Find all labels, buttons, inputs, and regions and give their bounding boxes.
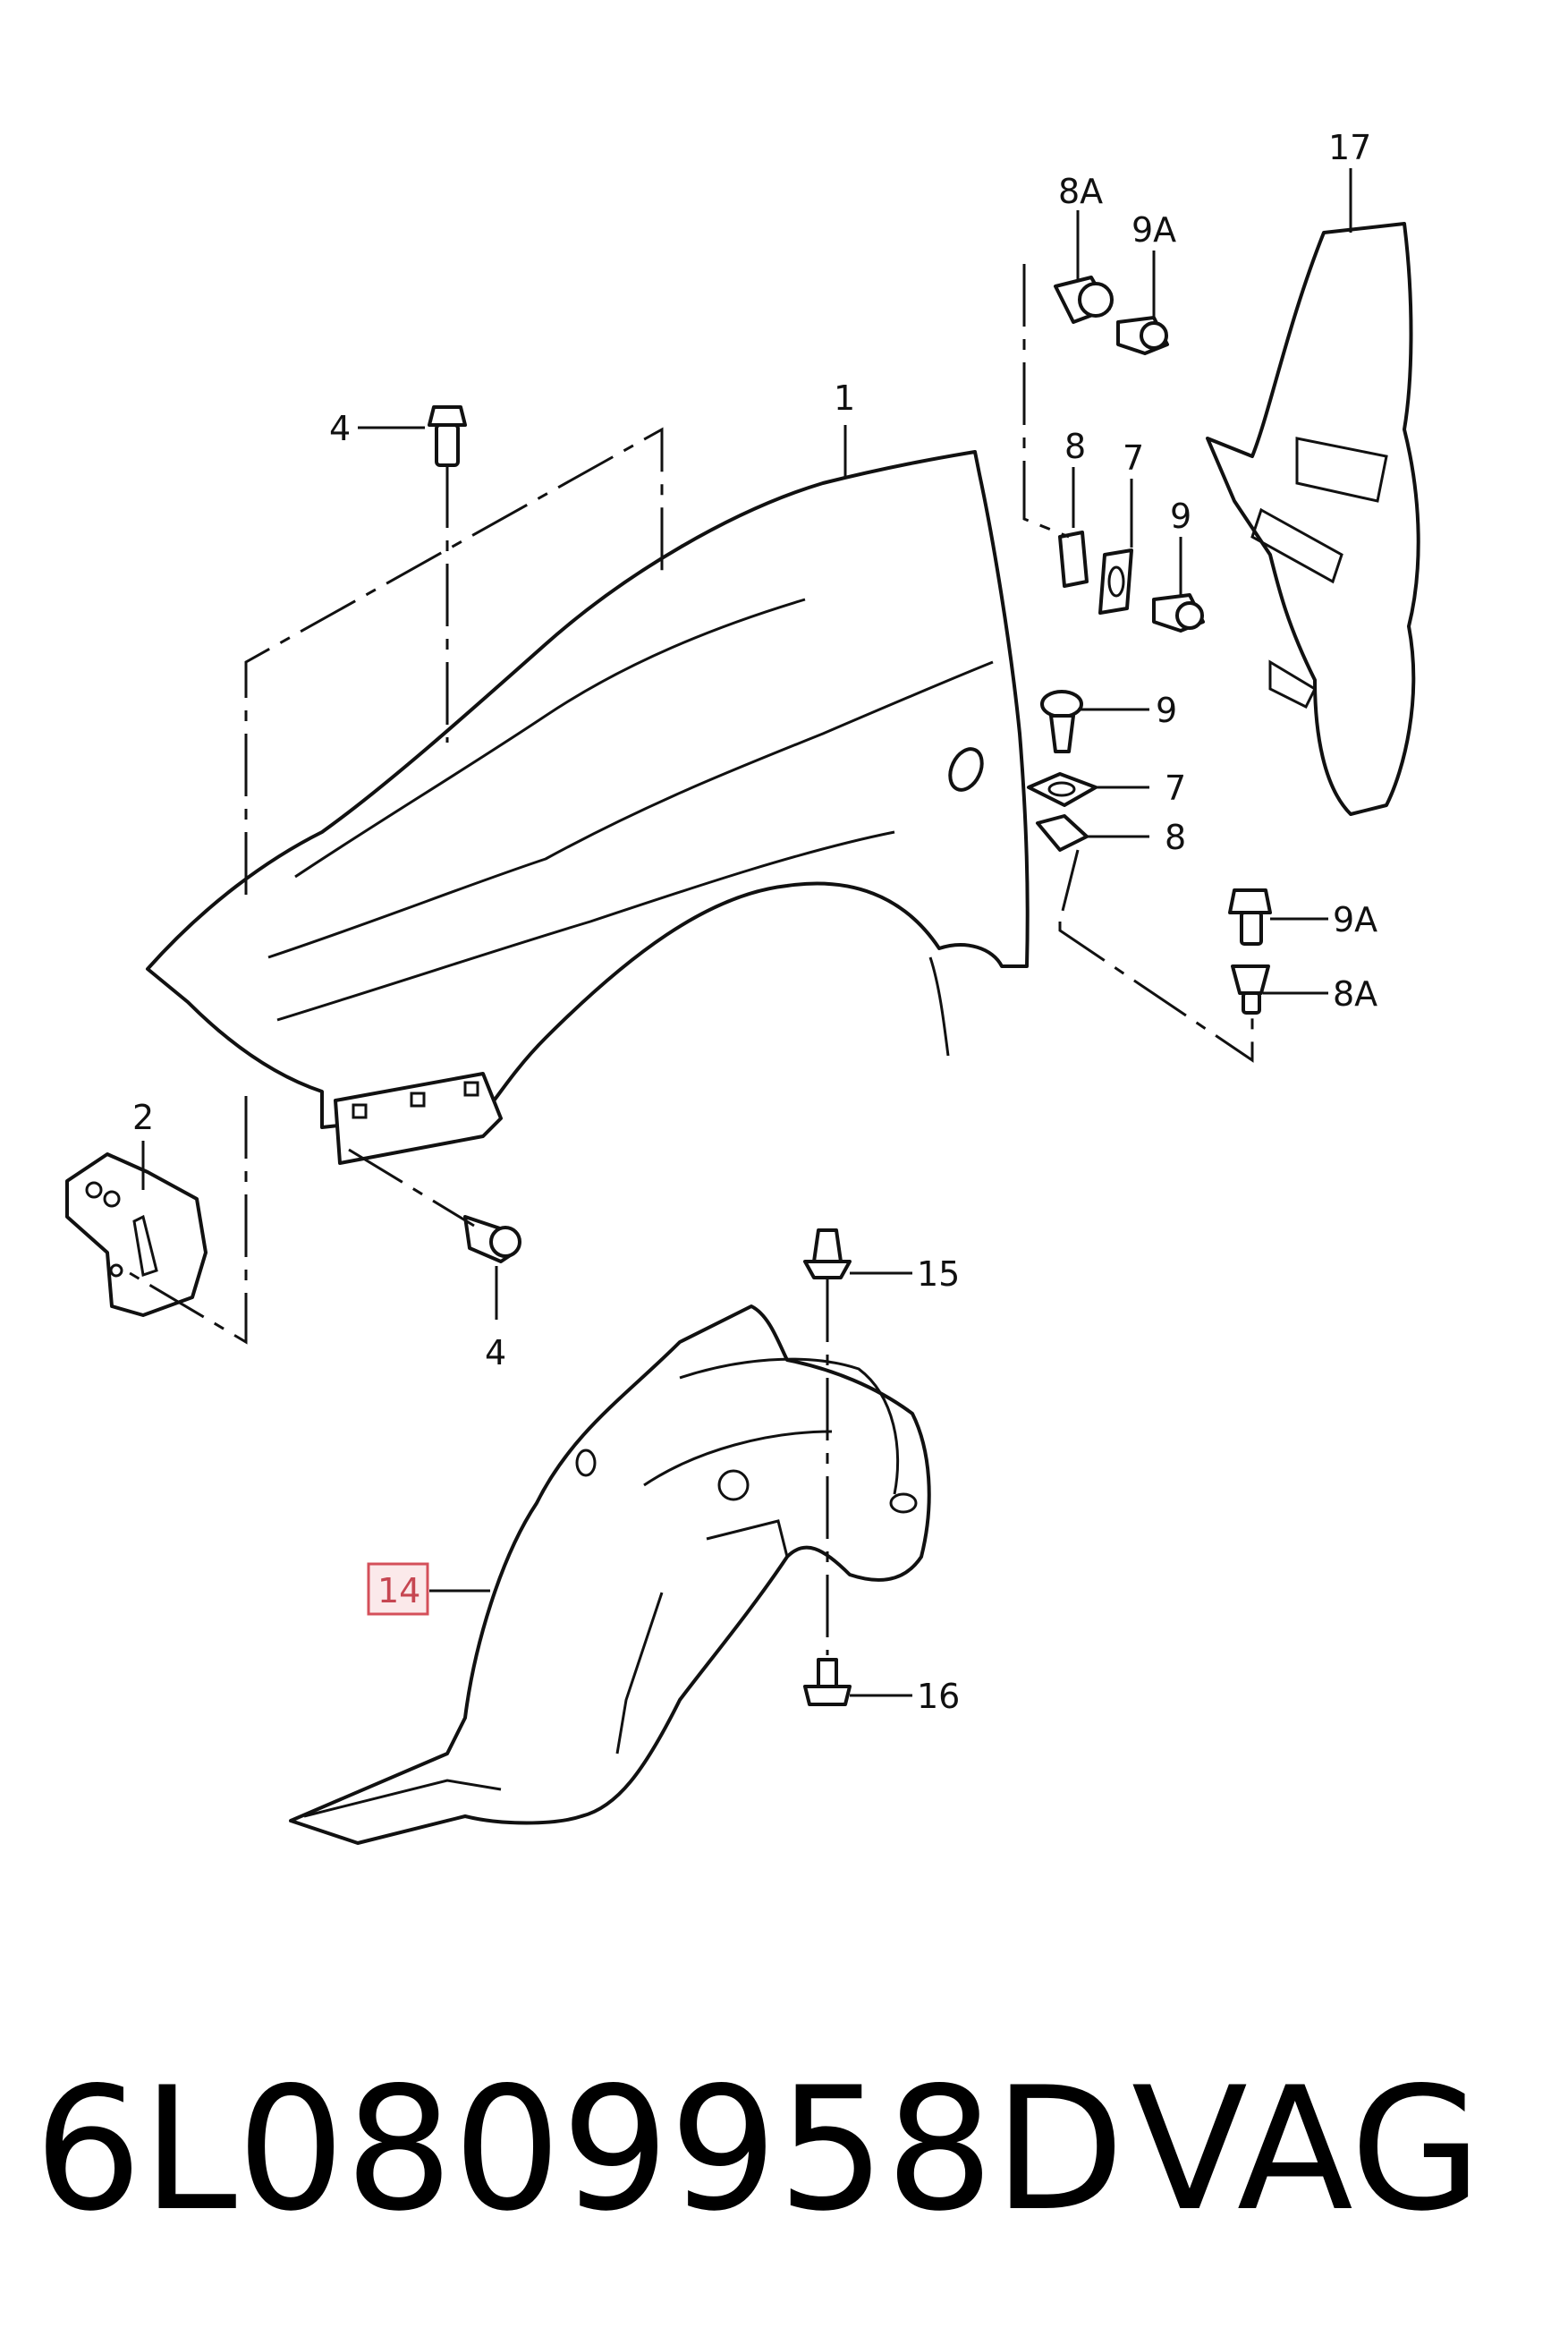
- washer-right-icon: [1027, 772, 1098, 807]
- washer-top-icon: [1098, 548, 1133, 615]
- label-liner: 14: [377, 1571, 420, 1610]
- label-bolt-top: 4: [329, 409, 351, 448]
- label-nut-right: 8A: [1333, 974, 1377, 1014]
- label-bolt-top-a: 9A: [1132, 210, 1176, 250]
- screw-top-icon: [1152, 593, 1205, 633]
- nut-top-icon: [1054, 276, 1114, 324]
- screw-16-icon: [803, 1658, 852, 1706]
- screw-right-icon: [1040, 690, 1083, 753]
- footer: 6L0809958D VAG: [34, 2051, 1482, 2248]
- bolt-top-icon: [428, 405, 467, 467]
- bolt-top-a-icon: [1116, 316, 1169, 355]
- bolt-right-a-icon: [1228, 888, 1272, 946]
- label-washer-right: 7: [1165, 769, 1186, 808]
- brand-name: VAG: [1132, 2051, 1482, 2248]
- label-fender: 1: [834, 378, 855, 418]
- leader-lines: [141, 168, 1352, 1697]
- label-screw-top: 9: [1170, 497, 1191, 536]
- label-bolt-bottom: 4: [485, 1333, 506, 1372]
- label-bracket: 2: [132, 1098, 154, 1137]
- clip-right-icon: [1036, 814, 1089, 852]
- bracket-part: [65, 1152, 208, 1317]
- label-nut-top: 8A: [1058, 172, 1103, 211]
- callout-labels: 1 2 4 4 8A 9A 8 7 9 9 7 8 9A 8A 15 16 17…: [132, 128, 1377, 1716]
- label-clip-top: 8: [1064, 427, 1086, 466]
- label-screw-16: 16: [917, 1677, 960, 1716]
- fender-part: [146, 450, 1030, 1165]
- part-number: 6L0809958D: [34, 2051, 1124, 2248]
- inner-panel-part: [1206, 222, 1420, 816]
- liner-highlight-box: [367, 1562, 429, 1616]
- nut-right-icon: [1231, 964, 1270, 1015]
- clip-15-icon: [803, 1228, 852, 1279]
- bolt-bottom-icon: [463, 1215, 521, 1263]
- wheel-liner-part: [289, 1304, 931, 1845]
- label-screw-right: 9: [1156, 691, 1177, 730]
- hardware: [428, 276, 1272, 1706]
- assembly-lines: [124, 264, 1254, 1655]
- label-clip-15: 15: [917, 1254, 960, 1294]
- clip-top-icon: [1058, 531, 1089, 588]
- label-clip-right: 8: [1165, 818, 1186, 857]
- label-panel: 17: [1328, 128, 1371, 167]
- label-washer-top: 7: [1123, 438, 1144, 478]
- label-bolt-right-a: 9A: [1333, 900, 1377, 939]
